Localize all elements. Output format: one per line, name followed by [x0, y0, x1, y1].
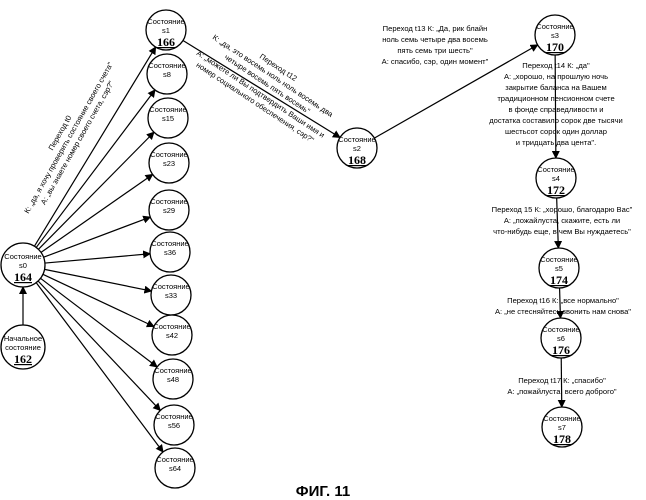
t15-line: что-нибудь еще, в чем Вы нуждаетесь"	[493, 227, 631, 236]
state-node-s33: Состояниеs33	[151, 275, 191, 315]
state-label: Состояние	[152, 282, 189, 291]
state-node-s6: Состояниеs6176	[541, 318, 581, 358]
state-id: s0	[19, 261, 27, 270]
state-id: s15	[162, 114, 174, 123]
state-id: s4	[552, 174, 560, 183]
reference-number: 176	[552, 343, 570, 357]
reference-number: 178	[553, 432, 571, 446]
state-id: s1	[162, 26, 170, 35]
reference-number: 168	[348, 153, 366, 167]
state-id: s56	[168, 421, 180, 430]
t14-line: традиционном пенсионном счете	[497, 94, 614, 103]
reference-number: 170	[546, 40, 564, 54]
state-label: Состояние	[150, 197, 187, 206]
state-label: Состояние	[150, 150, 187, 159]
t15-line: А: „пожайлуста, скажите, есть ли	[504, 216, 620, 225]
t14-line: достатка составило сорок две тысячи	[489, 116, 623, 125]
t16-line: Переход t16 К: „все нормально"	[507, 296, 619, 305]
state-label: Состояние	[338, 135, 375, 144]
reference-number: 172	[547, 183, 565, 197]
state-node-initial: Начальноесостояние162	[1, 325, 45, 369]
t14-line: А: „хорошо, на прошлую ночь	[504, 72, 608, 81]
state-label: Состояние	[153, 322, 190, 331]
figure-caption: ФИГ. 11	[296, 483, 350, 500]
reference-number: 162	[14, 352, 32, 366]
state-label: Начальное	[4, 334, 42, 343]
transition-t16-label: Переход t16 К: „все нормально" А: „не ст…	[495, 296, 631, 316]
state-label: Состояние	[540, 255, 577, 264]
state-node-s15: Состояниеs15	[148, 98, 188, 138]
state-label: Состояние	[151, 239, 188, 248]
transition-t0-label: Переход t0 К: „да, я хочу проверить сост…	[14, 56, 124, 220]
reference-number: 166	[157, 35, 175, 49]
t15-line: Переход 15 К: „хорошо, благодарю Вас"	[492, 205, 633, 214]
t13-line: А: спасибо, сэр, один момент"	[382, 57, 489, 66]
state-node-s4: Состояниеs4172	[536, 158, 576, 198]
state-id: s48	[167, 375, 179, 384]
state-node-s48: Состояниеs48	[153, 359, 193, 399]
t13-line: пять семь три шесть"	[397, 46, 473, 55]
state-label: Состояние	[536, 22, 573, 31]
state-label: Состояние	[543, 414, 580, 423]
state-node-s56: Состояниеs56	[154, 405, 194, 445]
state-label: Состояние	[149, 105, 186, 114]
state-id: s3	[551, 31, 559, 40]
state-label: Состояние	[155, 412, 192, 421]
state-id: s2	[353, 144, 361, 153]
t13-line: Переход t13 К: „Да, рик блайн	[383, 24, 488, 33]
state-id: s33	[165, 291, 177, 300]
state-label: Состояние	[156, 455, 193, 464]
state-id: s6	[557, 334, 565, 343]
state-node-s1: Состояниеs1166	[146, 10, 186, 50]
t14-line: шестьсот сорок один доллар	[505, 127, 607, 136]
state-node-s5: Состояниеs5174	[539, 248, 579, 288]
state-id: s7	[558, 423, 566, 432]
arrow-s0-to-s29	[44, 217, 151, 257]
state-id: s42	[166, 331, 178, 340]
reference-number: 174	[550, 273, 568, 287]
arrow-s0-to-s33	[45, 269, 152, 291]
state-node-s3: Состояниеs3170	[535, 15, 575, 55]
state-label: Состояние	[542, 325, 579, 334]
t17-line: Переход t17 К: „спасибо"	[518, 376, 606, 385]
t14-line: и тридцать два цента".	[516, 138, 597, 147]
state-id: состояние	[5, 343, 41, 352]
state-node-s8: Состояниеs8	[147, 54, 187, 94]
state-id: s36	[164, 248, 176, 257]
arrow-s0-to-s42	[43, 274, 154, 326]
t16-line: А: „не стесняйтесь звонить нам снова"	[495, 307, 631, 316]
arrow-s0-to-s36	[45, 254, 150, 263]
state-node-s0: Состояниеs0164	[1, 243, 45, 287]
transition-t15-label: Переход 15 К: „хорошо, благодарю Вас" А:…	[492, 205, 633, 236]
state-node-s29: Состояниеs29	[149, 190, 189, 230]
arrow-s0-to-s64	[36, 283, 163, 452]
transition-t13-label: Переход t13 К: „Да, рик блайн ноль семь …	[382, 24, 489, 66]
transition-t17-label: Переход t17 К: „спасибо" А: „пожайлуста,…	[507, 376, 617, 396]
t17-line: А: „пожайлуста, всего доброго"	[507, 387, 617, 396]
state-node-s2: Состояниеs2168	[337, 128, 377, 168]
t14-line: Переход t14 К: „да"	[522, 61, 590, 70]
state-label: Состояние	[4, 252, 41, 261]
state-node-s23: Состояниеs23	[149, 143, 189, 183]
state-id: s29	[163, 206, 175, 215]
t13-line: ноль семь четыре два восемь	[382, 35, 488, 44]
state-node-s64: Состояниеs64	[155, 448, 195, 488]
state-node-s7: Состояниеs7178	[542, 407, 582, 447]
reference-number: 164	[14, 270, 32, 284]
state-node-s42: Состояниеs42	[152, 315, 192, 355]
t14-line: в фонде справедливости и	[508, 105, 603, 114]
state-id: s64	[169, 464, 181, 473]
state-label: Состояние	[154, 366, 191, 375]
state-label: Состояние	[148, 61, 185, 70]
state-label: Состояние	[537, 165, 574, 174]
state-label: Состояние	[147, 17, 184, 26]
arrow-s0-to-s48	[41, 278, 158, 367]
state-node-s36: Состояниеs36	[150, 232, 190, 272]
transition-t12-label: Переход t12 К: „да, это восемь ноль ноль…	[189, 22, 344, 148]
state-id: s23	[163, 159, 175, 168]
state-id: s8	[163, 70, 171, 79]
t14-line: закрытие баланса на Вашем	[505, 83, 607, 92]
state-id: s5	[555, 264, 563, 273]
